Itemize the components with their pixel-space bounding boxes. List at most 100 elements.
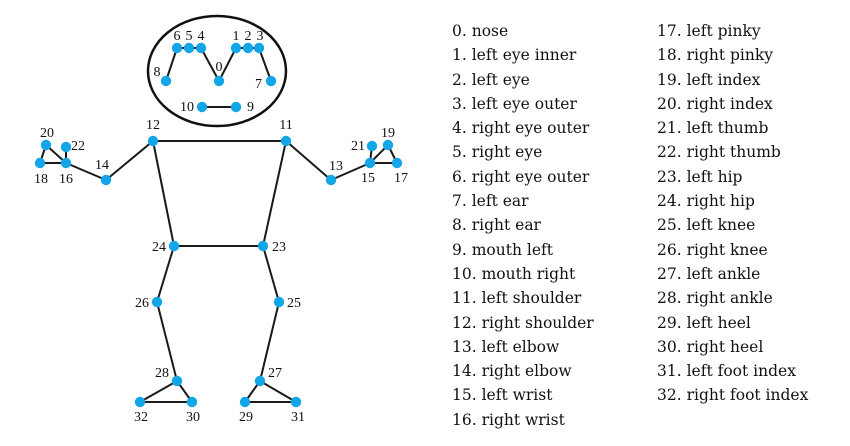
joint-label-9: 9 (247, 100, 254, 115)
bone-23-25 (262, 245, 280, 303)
head-outline (146, 14, 288, 128)
joint-7 (265, 75, 277, 87)
joint-label-22: 22 (71, 139, 85, 154)
legend-item-19: 19. left index (657, 70, 761, 89)
joint-label-0: 0 (216, 60, 223, 75)
joint-label-30: 30 (186, 410, 200, 425)
legend-item-6: 6. right eye outer (452, 167, 590, 186)
joint-25 (273, 296, 285, 308)
legend-item-8: 8. right ear (452, 216, 541, 235)
legend-item-7: 7. left ear (452, 192, 529, 211)
legend-item-13: 13. left elbow (452, 337, 560, 356)
joint-label-23: 23 (272, 240, 286, 255)
bone-4-0 (200, 47, 220, 82)
legend-item-21: 21. left thumb (657, 119, 769, 138)
landmark-legend-column-1: 0. nose 1. left eye inner 2. left eye 3. le… (452, 19, 594, 432)
bone-25-27 (259, 301, 280, 382)
legend-item-26: 26. right knee (657, 240, 768, 259)
joint-9 (230, 101, 242, 113)
joint-12 (147, 135, 159, 147)
joint-label-15: 15 (361, 171, 375, 186)
legend-item-15: 15. left wrist (452, 386, 553, 405)
legend-item-10: 10. mouth right (452, 264, 576, 283)
joint-24 (168, 240, 180, 252)
legend-item-22: 22. right thumb (657, 143, 781, 162)
joint-label-25: 25 (287, 296, 301, 311)
joint-23 (257, 240, 269, 252)
legend-item-16: 16. right wrist (452, 410, 565, 429)
bone-8-6 (165, 47, 178, 82)
legend-item-1: 1. left eye inner (452, 46, 577, 65)
joint-21 (366, 140, 378, 152)
legend-item-24: 24. right hip (657, 192, 755, 211)
joint-2 (242, 42, 254, 54)
joint-label-28: 28 (155, 366, 169, 381)
joint-31 (290, 396, 302, 408)
joint-label-2: 2 (245, 29, 252, 44)
joint-label-5: 5 (186, 29, 193, 44)
joint-label-4: 4 (198, 29, 205, 44)
joint-15 (364, 157, 376, 169)
joint-label-6: 6 (174, 29, 181, 44)
legend-item-28: 28. right ankle (657, 289, 773, 308)
joint-19 (382, 139, 394, 151)
joint-label-1: 1 (233, 29, 240, 44)
legend-item-12: 12. right shoulder (452, 313, 594, 332)
joint-5 (183, 42, 195, 54)
joint-6 (171, 42, 183, 54)
legend-item-9: 9. mouth left (452, 240, 553, 259)
bone-14-16 (65, 162, 107, 181)
legend-item-18: 18. right pinky (657, 46, 774, 65)
legend-item-30: 30. right heel (657, 337, 764, 356)
legend-item-17: 17. left pinky (657, 22, 761, 40)
skeleton-joints (34, 42, 403, 408)
joint-1 (230, 42, 242, 54)
joint-22 (60, 141, 72, 153)
legend-item-20: 20. right index (657, 94, 773, 113)
joint-label-8: 8 (154, 65, 161, 80)
joint-label-26: 26 (135, 296, 149, 311)
joint-label-12: 12 (146, 118, 160, 133)
joint-14 (100, 174, 112, 186)
bone-26-28 (156, 301, 178, 382)
joint-label-13: 13 (329, 159, 343, 174)
legend-item-2: 2. left eye (452, 70, 530, 89)
bone-28-32 (139, 380, 178, 403)
joint-label-32: 32 (134, 410, 148, 425)
joint-4 (195, 42, 207, 54)
joint-label-18: 18 (34, 172, 48, 187)
joint-label-3: 3 (257, 29, 264, 44)
joint-label-10: 10 (180, 100, 194, 115)
joint-10 (196, 101, 208, 113)
joint-16 (60, 157, 72, 169)
joint-30 (186, 396, 198, 408)
joint-label-7: 7 (255, 77, 262, 92)
joint-label-20: 20 (40, 126, 54, 141)
legend-item-0: 0. nose (452, 22, 509, 40)
joint-label-31: 31 (291, 410, 305, 425)
joint-26 (151, 296, 163, 308)
legend-item-3: 3. left eye outer (452, 94, 577, 113)
joint-label-29: 29 (239, 410, 253, 425)
bone-27-31 (259, 380, 297, 403)
joint-11 (280, 135, 292, 147)
joint-27 (254, 375, 266, 387)
legend-item-4: 4. right eye outer (452, 119, 590, 138)
joint-label-24: 24 (152, 240, 166, 255)
joint-29 (239, 396, 251, 408)
joint-label-19: 19 (381, 126, 395, 141)
joint-18 (34, 157, 46, 169)
joint-0 (213, 75, 225, 87)
bone-12-14 (105, 140, 154, 181)
legend-item-32: 32. right foot index (657, 386, 809, 405)
bone-11-23 (262, 140, 287, 247)
joint-label-14: 14 (95, 158, 109, 173)
joint-32 (134, 396, 146, 408)
bone-12-24 (152, 140, 175, 247)
bone-0-1 (218, 47, 237, 82)
joint-label-27: 27 (268, 366, 282, 381)
bone-11-13 (285, 140, 332, 181)
joint-label-17: 17 (394, 171, 408, 186)
